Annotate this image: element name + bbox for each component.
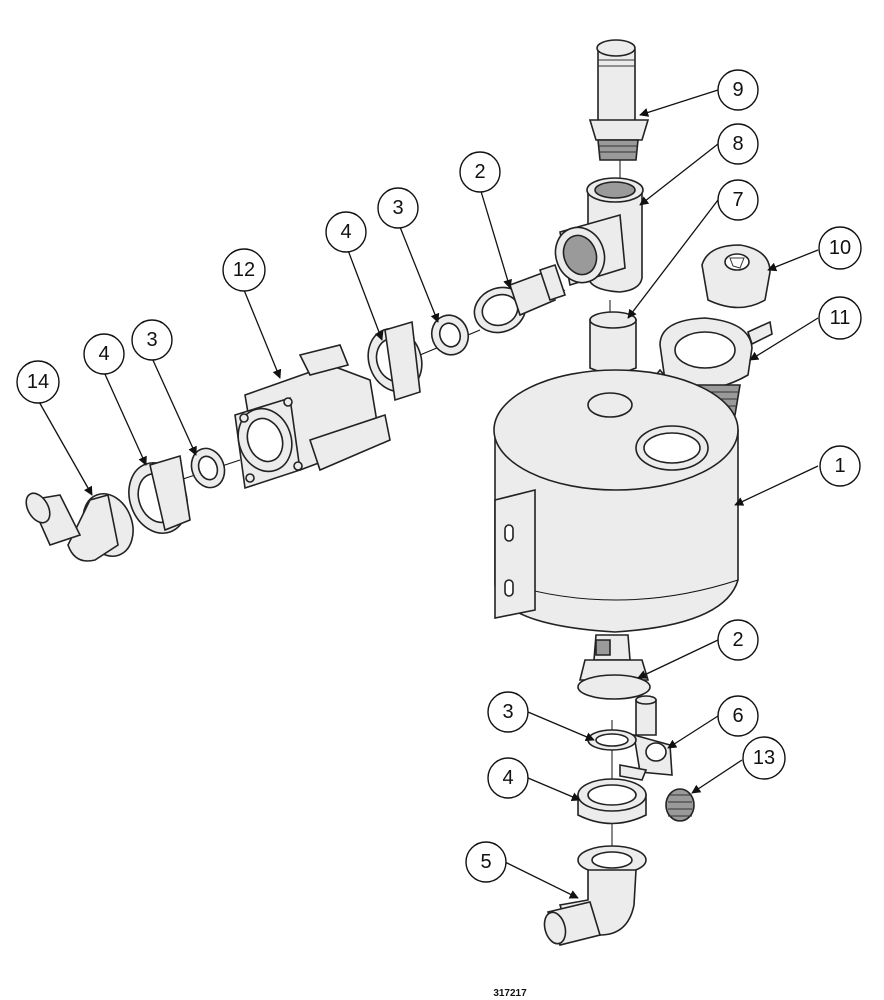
callout-4-left-label: 4: [98, 343, 109, 365]
part-nut-bottom: [577, 778, 647, 825]
part-tank: [493, 369, 739, 633]
callout-3-left-label: 3: [146, 329, 157, 351]
callout-1-label: 1: [834, 455, 845, 477]
callout-1: 1: [819, 445, 861, 487]
callout-5-label: 5: [480, 851, 491, 873]
callout-10-label: 10: [829, 237, 851, 259]
callout-8: 8: [717, 123, 759, 165]
callout-4-upper: 4: [325, 211, 367, 253]
callout-4-lower: 4: [487, 757, 529, 799]
part-cap: [701, 244, 771, 309]
callout-13: 13: [742, 736, 786, 780]
part-bulkhead-fitting-bottom: [577, 634, 651, 700]
part-nut-mid: [367, 320, 423, 402]
callout-10: 10: [818, 226, 862, 270]
part-nipple: [589, 311, 637, 374]
callout-6: 6: [717, 695, 759, 737]
part-elbow-hose-barb-bottom: [543, 845, 647, 946]
callout-3-upper: 3: [377, 187, 419, 229]
part-hose-barb-top: [588, 39, 650, 161]
callout-9-label: 9: [732, 79, 743, 101]
part-elbow-hose-barb-left: [25, 492, 134, 562]
part-drain-valve: [619, 695, 673, 781]
callout-3-lower: 3: [487, 691, 529, 733]
callout-5: 5: [465, 841, 507, 883]
figure-number: 317217: [493, 988, 527, 999]
callout-4-lower-label: 4: [502, 767, 513, 789]
callout-7-label: 7: [732, 189, 743, 211]
part-ball-valve-body: [234, 344, 391, 490]
callout-11: 11: [818, 296, 862, 340]
callout-12: 12: [222, 248, 266, 292]
callout-2-upper-label: 2: [474, 161, 485, 183]
callout-14-label: 14: [27, 371, 49, 393]
callout-11-label: 11: [830, 307, 851, 329]
callout-14: 14: [16, 360, 60, 404]
callout-4-left: 4: [83, 333, 125, 375]
part-gasket-left: [190, 447, 226, 489]
callout-8-label: 8: [732, 133, 743, 155]
part-gasket-bottom: [587, 729, 637, 751]
callout-13-label: 13: [753, 747, 775, 769]
callout-2-lower-label: 2: [732, 629, 743, 651]
callout-9: 9: [717, 69, 759, 111]
part-bulkhead-fitting-side: [473, 263, 567, 334]
part-spring: [665, 788, 695, 822]
callout-3-upper-label: 3: [392, 197, 403, 219]
callout-3-left: 3: [131, 319, 173, 361]
callout-12-label: 12: [233, 259, 255, 281]
callout-2-lower: 2: [717, 619, 759, 661]
callout-4-upper-label: 4: [340, 221, 351, 243]
callout-6-label: 6: [732, 705, 743, 727]
part-tee-fitting: [554, 177, 644, 293]
leader-lines: [37, 89, 819, 899]
callout-3-lower-label: 3: [502, 701, 513, 723]
callout-2-upper: 2: [459, 151, 501, 193]
part-nut-left: [128, 454, 191, 534]
callout-7: 7: [717, 179, 759, 221]
part-gasket-mid: [430, 314, 470, 356]
